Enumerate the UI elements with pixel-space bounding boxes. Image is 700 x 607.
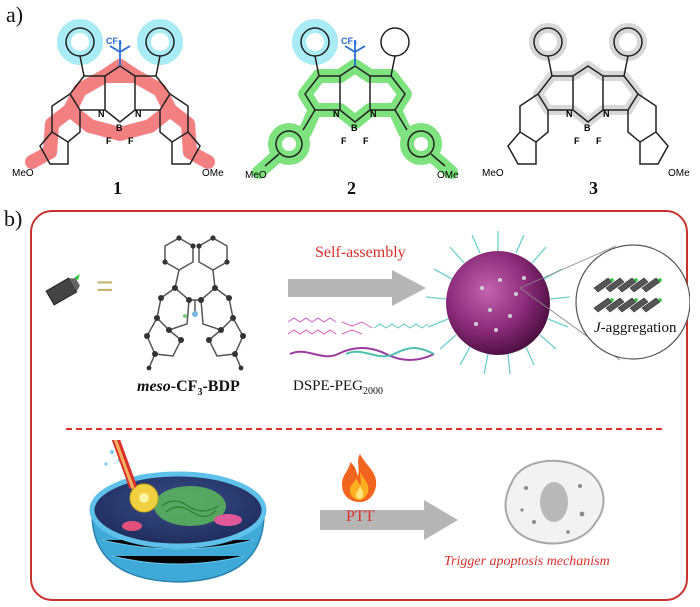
self-assembly-label: Self-assembly [315, 244, 406, 261]
compound-3-ome: OMe [668, 168, 690, 179]
panel-b-label: b) [4, 206, 23, 231]
compound-2-phenyl-highlight [292, 19, 338, 65]
organelle-pink [214, 514, 242, 526]
compound-2-f1: F [341, 136, 347, 146]
compound-2-structure: CF₃ N N B F F MeO OMe [245, 19, 459, 181]
compound-1-ome: OMe [202, 168, 224, 179]
apoptotic-cell [504, 459, 605, 545]
organelle-red [122, 521, 142, 531]
compound-3-meo: MeO [482, 168, 504, 179]
compound-1-n-right: N [135, 109, 142, 119]
dspe-peg-label: DSPE-PEG2000 [293, 378, 383, 397]
dspe-peg-structure [287, 317, 435, 361]
compound-2-ome: OMe [437, 170, 459, 181]
panel-b-frame [30, 210, 688, 601]
compound-3-structure: N N B F F MeO OMe [482, 23, 690, 179]
j-aggregate-stack [593, 277, 662, 313]
compound-2-n-right: N [370, 109, 377, 119]
nanoparticle-peg-hairs [425, 231, 571, 375]
compound-2-f2: F [363, 136, 369, 146]
molecule-name: meso-CF3-BDP [137, 378, 240, 398]
compound-3-boron: B [584, 123, 591, 133]
compound-2-cf3: CF₃ [341, 36, 357, 46]
cell-cross-section [89, 440, 267, 583]
apoptotic-nucleus [540, 482, 568, 522]
compound-1-f2: F [128, 136, 134, 146]
dspe-peg-main: DSPE-PEG [293, 378, 364, 394]
molecule-block-icon [45, 274, 80, 306]
compound-3-n-right: N [603, 109, 610, 119]
ptt-label: PTT [346, 508, 375, 525]
compound-3-gray-highlight [529, 23, 647, 127]
nanoparticle-dots [474, 276, 526, 332]
compound-1-structure: CF₃ N N B F F MeO OMe [12, 19, 224, 179]
compound-3-number: 3 [589, 178, 598, 198]
molecule-name-cf: -CF [170, 378, 198, 395]
molecule-name-meso: meso [137, 378, 171, 395]
compound-2-boron: B [351, 123, 358, 133]
ball-and-stick-molecule [144, 235, 246, 371]
compound-1-red-highlight [25, 59, 215, 169]
j-aggregation-rest: -aggregation [600, 320, 677, 336]
j-aggregation-label: J-aggregation [594, 320, 676, 337]
molecule-name-sub: 3 [197, 387, 203, 399]
compound-1-meo: MeO [12, 168, 34, 179]
compound-2-skeleton [264, 27, 446, 167]
flame-icon [342, 454, 377, 502]
section-divider [66, 428, 662, 430]
self-assembly-arrow [288, 270, 426, 306]
ptt-arrow [320, 500, 458, 540]
j-aggregation-italic: J [594, 320, 601, 336]
compound-2-meo: MeO [245, 170, 267, 181]
compound-1-f1: F [106, 136, 112, 146]
compound-3-skeleton [507, 27, 669, 165]
compound-1-boron: B [116, 123, 123, 133]
compound-1-cf3: CF₃ [106, 36, 122, 46]
equals-sign: = [96, 270, 114, 303]
dspe-peg-sub: 2000 [363, 386, 384, 397]
compound-2-green-highlight [252, 59, 458, 179]
trigger-apoptosis-label: Trigger apoptosis mechanism [444, 554, 610, 569]
compound-1-n-left: N [98, 109, 105, 119]
compound-2-number: 2 [347, 178, 356, 198]
nanoparticle-core [446, 251, 550, 355]
lipid-wave-teal [345, 347, 435, 358]
nanoparticle-scene [425, 231, 690, 375]
compound-3-f2: F [596, 136, 602, 146]
laser-probe [111, 440, 137, 489]
lipid-wave-purple [289, 347, 435, 361]
panel-a-label: a) [6, 2, 24, 27]
compound-1-number: 1 [113, 178, 122, 198]
compound-3-n-left: N [566, 109, 573, 119]
compound-3-f1: F [574, 136, 580, 146]
molecule-name-bdp: -BDP [202, 378, 240, 395]
compound-2-n-left: N [333, 109, 340, 119]
compound-1-skeleton [39, 27, 201, 165]
